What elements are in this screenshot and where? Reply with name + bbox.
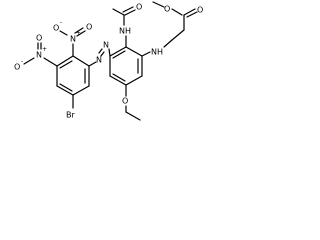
ester-o-single: O xyxy=(164,5,170,14)
nitro-top-o-upper: O xyxy=(86,23,92,32)
right-benzene-ring xyxy=(109,46,143,86)
acetamide-group: NH O xyxy=(112,3,142,48)
nitro-left-minus: - xyxy=(21,58,23,65)
nitro-group-top: N + O O - xyxy=(53,19,92,57)
ethoxy-group: O xyxy=(122,84,141,121)
chemical-structure-diagram: N + O O - N + O O - Br N N NH xyxy=(14,1,203,121)
bromo-group: Br xyxy=(66,94,75,120)
nitro-left-o2: O xyxy=(14,63,20,72)
ether-o: O xyxy=(122,97,128,106)
acetamide-o: O xyxy=(136,3,142,12)
azo-linkage: N N xyxy=(88,41,111,67)
nitro-top-o-lower: O xyxy=(53,24,59,33)
ester-o-double: O xyxy=(197,6,203,15)
amine-nh: NH xyxy=(151,48,163,57)
nitro-left-n: N xyxy=(36,51,42,60)
left-benzene-ring xyxy=(56,55,90,96)
ester-chain: NH O O xyxy=(141,1,203,57)
nitro-left-plus: + xyxy=(42,46,47,53)
nitro-top-plus: + xyxy=(76,30,81,37)
nitro-top-n: N xyxy=(70,35,76,44)
bromo-label: Br xyxy=(66,111,75,120)
acetamide-nh: NH xyxy=(119,27,131,36)
azo-n2: N xyxy=(103,41,109,50)
nitro-left-o1: O xyxy=(36,34,42,43)
azo-n1: N xyxy=(96,56,102,65)
nitro-group-left: N + O O - xyxy=(14,34,58,72)
nitro-top-minus: - xyxy=(60,19,62,26)
